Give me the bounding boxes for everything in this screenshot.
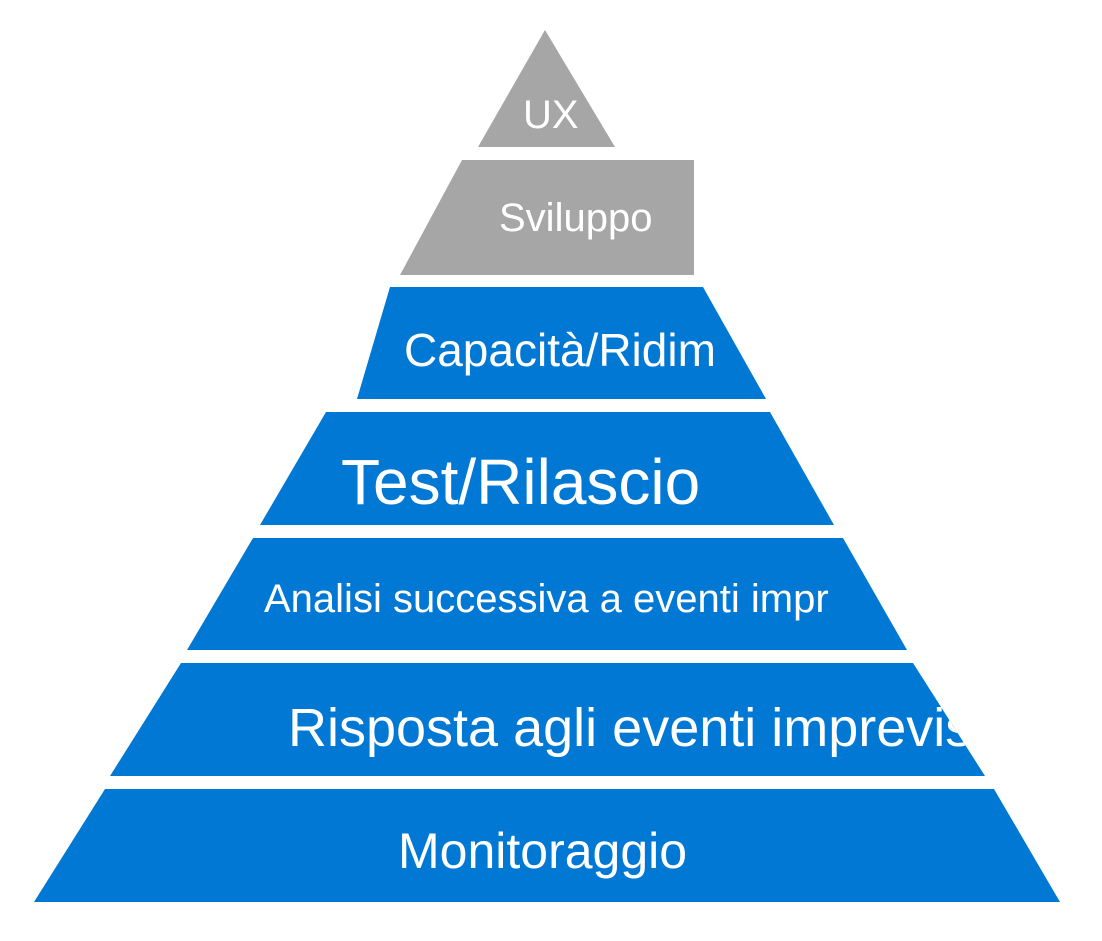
tier-ux: UX	[478, 30, 615, 147]
tier-monitoraggio: Monitoraggio	[34, 789, 1060, 902]
tier-capacita: Capacità/Ridim	[357, 287, 766, 399]
tier-ux-shape	[478, 30, 615, 147]
tier-monitoraggio-label: Monitoraggio	[398, 823, 687, 879]
tier-risposta: Risposta agli eventi imprevis	[110, 663, 985, 776]
tier-analisi: Analisi successiva a eventi impr	[187, 538, 907, 650]
tier-risposta-shape	[110, 663, 985, 776]
tier-ux-label: UX	[523, 93, 579, 137]
tier-sviluppo: Sviluppo	[400, 160, 694, 275]
tier-test-rilascio: Test/Rilascio	[260, 412, 834, 525]
tier-analisi-shape	[187, 538, 907, 650]
tier-test-rilascio-label: Test/Rilascio	[341, 446, 700, 518]
tier-sviluppo-shape	[400, 160, 694, 275]
tier-capacita-label: Capacità/Ridim	[404, 324, 716, 376]
tier-monitoraggio-shape	[34, 789, 1060, 902]
tier-test-rilascio-shape	[260, 412, 834, 525]
tier-analisi-label: Analisi successiva a eventi impr	[264, 577, 829, 621]
tier-sviluppo-label: Sviluppo	[499, 196, 652, 240]
tier-capacita-shape	[357, 287, 766, 399]
tier-risposta-label: Risposta agli eventi imprevis	[288, 698, 972, 758]
